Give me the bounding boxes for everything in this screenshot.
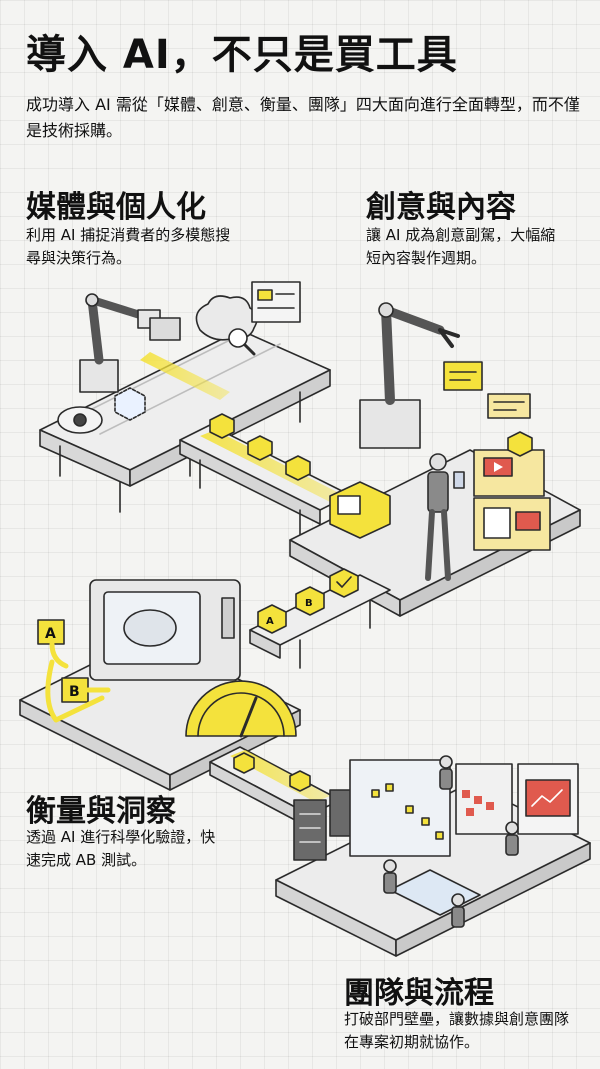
brain-icon [195,295,258,356]
yellow-box [247,435,273,461]
sign-a: A [37,619,65,645]
server-rack [293,799,327,861]
section-heading-measure: 衡量與洞察 [26,794,176,829]
page-subtitle: 成功導入 AI 需從「媒體、創意、衡量、團隊」四大面向進行全面轉型，而不僅是技術… [26,95,580,140]
worker-icon [505,821,519,856]
monitor-icon [149,317,181,341]
chat-bubble-icon [443,361,483,391]
content-stack [473,449,551,551]
page-title: 導入 AI，不只是買工具 [26,32,458,78]
wireframe-cube-icon [114,387,146,421]
data-cable [45,641,111,723]
checkmark-box [329,568,359,598]
section-desc-creative: 讓 AI 成為創意副駕，大幅縮短內容製作週期。 [366,226,556,267]
section-heading-creative: 創意與內容 [366,190,516,225]
section-desc-media: 利用 AI 捕捉消費者的多模態搜尋與決策行為。 [26,226,231,267]
yellow-box [285,455,311,481]
yellow-box [233,752,255,774]
worker-icon [439,755,453,790]
ab-box-b: B [295,586,325,616]
section-desc-measure: 透過 AI 進行科學化驗證，快速完成 AB 測試。 [26,828,216,869]
red-chart-board [525,779,571,817]
sign-b: B [61,677,89,703]
worker-icon [451,893,465,928]
box-label-b: B [305,598,313,609]
ab-box-a: A [257,604,287,634]
sticky-notes [462,790,494,816]
testing-machine [89,579,241,681]
section-desc-team: 打破部門壁壘，讓數據與創意團隊在專案初期就協作。 [344,1010,570,1051]
section-heading-team: 團隊與流程 [344,976,494,1011]
gauge-meter [185,680,297,738]
data-beam [140,352,230,400]
worker-with-tablet [425,453,465,581]
section-heading-media: 媒體與個人化 [26,190,206,225]
screen-panel-icon [251,281,301,323]
glass-partition [349,759,579,857]
yellow-box [209,413,235,439]
yellow-box [289,770,311,792]
box-label-a: A [266,616,274,627]
yellow-box [507,431,533,457]
floating-data-cubes [371,783,444,840]
sign-label-b: B [69,684,80,700]
worker-icon [383,859,397,894]
eye-icon [57,406,103,434]
note-card-icon [487,393,531,419]
document-box [329,481,391,539]
robot-arm-creative [359,302,460,449]
sign-label-a: A [45,626,56,642]
